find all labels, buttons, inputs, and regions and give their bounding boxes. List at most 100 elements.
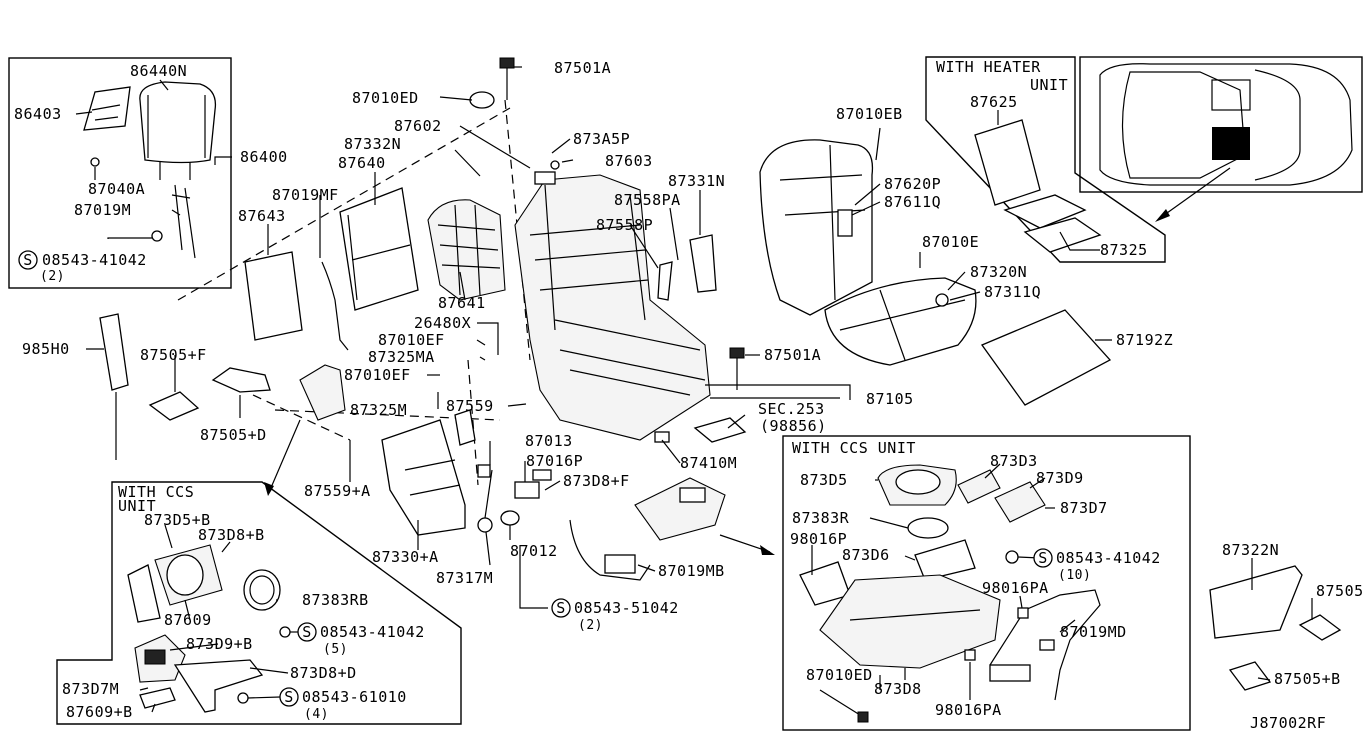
motor-87559 (299, 364, 346, 421)
part-label: 87105 (866, 390, 914, 408)
part-label: 873D5 (800, 471, 848, 489)
part-label: 87320N (970, 263, 1027, 281)
bracket-873D8D (173, 659, 264, 713)
headrest (139, 81, 217, 180)
part-label: 87559+A (304, 482, 371, 500)
ccs-module-873D8F (634, 477, 726, 541)
part-label: 87505 (1316, 582, 1364, 600)
part-label: 87603 (605, 152, 653, 170)
ccs-fan-873D5 (877, 464, 957, 506)
part-label: 87010EF (344, 366, 411, 384)
part-label: 87602 (394, 117, 442, 135)
part-label: 873D8+F (563, 472, 630, 490)
part-label: 98016P (790, 530, 847, 548)
part-label: 87019MF (272, 186, 339, 204)
part-label: 87505+B (1274, 670, 1341, 688)
seat-location-marker (1212, 127, 1250, 160)
ccs-left-group-box (56, 481, 462, 725)
back-board-87643 (244, 251, 303, 341)
part-label: 87383R (792, 509, 850, 527)
part-label: 87322N (1222, 541, 1279, 559)
side-cover-87330A (381, 419, 466, 536)
part-label: 87501A (764, 346, 821, 364)
part-label: 873A5P (573, 130, 630, 148)
part-label: 87501A (554, 59, 611, 77)
s-mark-label: S (1038, 549, 1048, 567)
part-qty: (5) (323, 642, 348, 657)
part-qty: (10) (1058, 568, 1091, 583)
ccs-blower-873D9B (134, 634, 186, 683)
knob-87559A (454, 409, 476, 446)
part-label: 873D9+B (186, 635, 253, 653)
s-mark-label: S (302, 623, 312, 641)
part-label: 87019M (74, 201, 131, 219)
part-label: 873D8+B (198, 526, 265, 544)
ccs-fan-873D5B (154, 544, 223, 606)
part-label: 08543-41042 (320, 623, 425, 641)
ccs-arrow-left (269, 419, 301, 491)
part-label: 87505+D (200, 426, 267, 444)
headrest-stay-87019M (90, 157, 196, 259)
bolt-87501A-top (499, 57, 515, 100)
part-label: 873D7M (62, 680, 119, 698)
part-label: 87643 (238, 207, 286, 225)
trim-87322N (1209, 565, 1303, 639)
part-qty: (4) (304, 707, 329, 722)
part-label: 873D5+B (144, 511, 211, 529)
part-label: 87559 (446, 397, 494, 415)
part-label: 87325M (350, 401, 407, 419)
s-mark-label: S (556, 599, 566, 617)
part-label: 87410M (680, 454, 737, 472)
seatback-cushion-87620P (759, 139, 874, 316)
part-label: 87016P (526, 452, 583, 470)
ccs-right-group-box (782, 435, 1191, 731)
ccs-part-873D7 (994, 481, 1046, 523)
ccs-part-873D3 (957, 469, 1001, 504)
part-label: 87311Q (984, 283, 1041, 301)
part-label: 985H0 (22, 340, 70, 358)
s-marks (18, 250, 1053, 707)
part-label: 87325MA (368, 348, 435, 366)
part-label: 873D9 (1036, 469, 1084, 487)
part-label: 86403 (14, 105, 62, 123)
heater-87325 (1003, 194, 1102, 253)
bracket-87505D (211, 367, 271, 393)
clip-87010ED (469, 91, 495, 109)
ring-87383RB (243, 569, 281, 611)
part-label: 26480X (414, 314, 471, 332)
part-qty: (2) (40, 269, 65, 284)
part-label: 87611Q (884, 193, 941, 211)
part-label: 873D3 (990, 452, 1038, 470)
part-qty: (2) (578, 618, 603, 633)
part-label: 87012 (510, 542, 558, 560)
part-label: 87013 (525, 432, 573, 450)
part-label: 87010EB (836, 105, 903, 123)
part-label: 87010E (922, 233, 979, 251)
ring-87383R (907, 517, 949, 539)
headrest-group-box (8, 57, 232, 289)
diagram-code: J87002RF (1250, 714, 1326, 732)
ccs-unit-873D6 (914, 539, 976, 581)
part-label: 87010EF (378, 331, 445, 349)
ccs-right-title: WITH CCS UNIT (792, 439, 916, 457)
part-label: 873D6 (842, 546, 890, 564)
part-label: 87383RB (302, 591, 369, 609)
s-mark-label: S (284, 688, 294, 706)
seat-cushion-87320N (824, 277, 977, 366)
part-label: 08543-61010 (302, 688, 407, 706)
part-label: 87558P (596, 216, 653, 234)
harness-87019MB (569, 519, 651, 581)
part-label: SEC.253 (758, 400, 825, 418)
part-label: 87040A (88, 180, 145, 198)
heater-group-title-2: UNIT (1030, 76, 1068, 94)
screw-left-1 (237, 626, 291, 704)
clip-87010ED-b (819, 689, 869, 723)
harness-87019MD (989, 589, 1101, 701)
ccs-left-title-2: UNIT (118, 497, 156, 515)
trim-985H0 (99, 313, 129, 460)
part-label: 87609+B (66, 703, 133, 721)
part-label: 08543-41042 (1056, 549, 1161, 567)
bracket-87505F (148, 391, 200, 421)
part-label: 87331N (668, 172, 725, 190)
